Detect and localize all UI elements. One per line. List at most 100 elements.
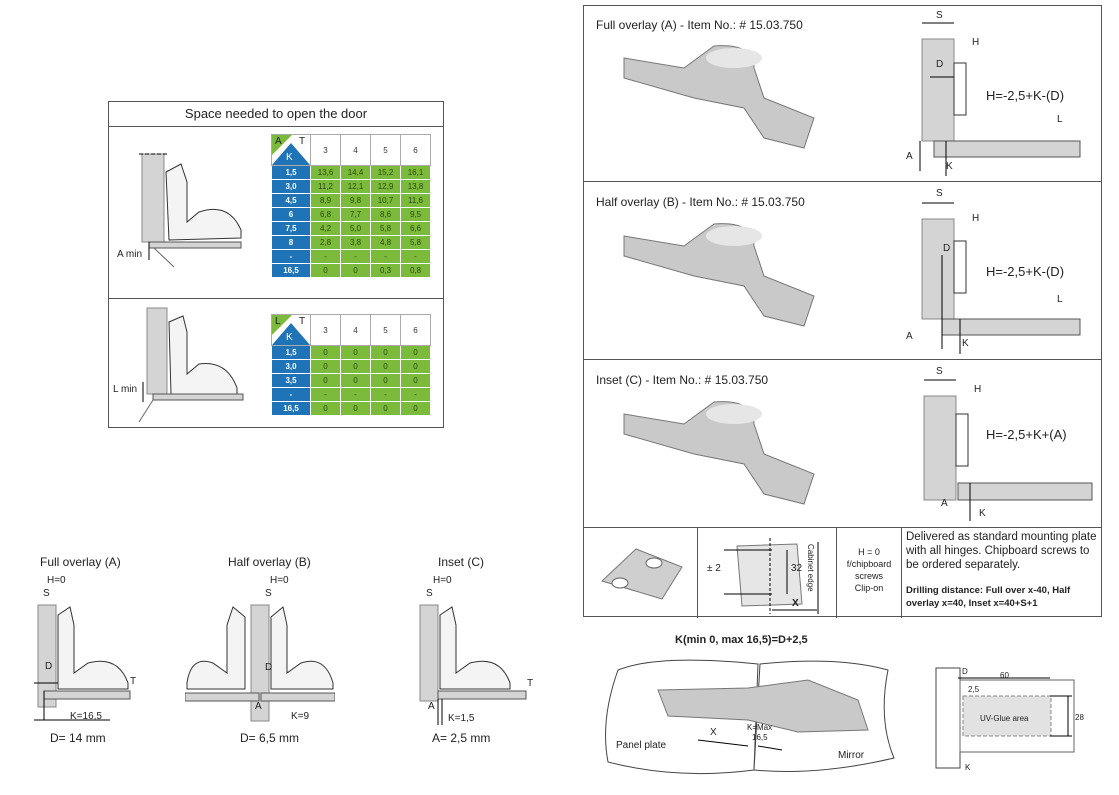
h-label: H <box>974 384 982 395</box>
t-label: T <box>527 678 534 689</box>
space-divider <box>109 298 443 299</box>
h-info: H = 0 f/chipboard screws Clip-on <box>838 546 900 594</box>
value-cell: 5,0 <box>340 221 371 236</box>
value-cell: 0 <box>310 263 341 278</box>
delivery-text: Delivered as standard mounting plate wit… <box>906 531 1097 571</box>
d-label: D <box>45 661 53 672</box>
k-formula-title: K(min 0, max 16,5)=D+2,5 <box>675 634 808 646</box>
corner-t: T <box>299 136 306 147</box>
mirror-label: Mirror <box>838 750 865 761</box>
cell-divider <box>697 528 698 618</box>
cabinet-edge-label: Cabinet edge <box>806 544 815 592</box>
value-cell: 0 <box>310 359 341 374</box>
value-cell: 0 <box>340 401 371 416</box>
value-cell: 8,6 <box>370 207 401 222</box>
a-label: A <box>428 701 435 712</box>
col-header: 3 <box>310 314 341 346</box>
dim-2-5-label: 2,5 <box>968 685 980 694</box>
value-cell: 0 <box>310 401 341 416</box>
value-cell: 9,5 <box>400 207 431 222</box>
k-label: K <box>962 338 969 349</box>
half-overlay-formula: H=-2,5+K-(D) <box>986 264 1065 279</box>
k-label: K <box>979 508 986 519</box>
overlay-info-panel: Full overlay (A) - Item No.: # 15.03.750… <box>583 5 1102 618</box>
d-14mm-caption: D= 14 mm <box>50 731 106 745</box>
value-cell: 0 <box>310 345 341 360</box>
value-cell: 0 <box>310 373 341 388</box>
space-needed-title: Space needed to open the door <box>109 102 443 127</box>
value-cell: 12,1 <box>340 179 371 194</box>
value-cell: 0 <box>340 373 371 388</box>
table-l-corner: L T K <box>271 314 311 346</box>
col-header: 6 <box>400 314 431 346</box>
cell-divider <box>901 528 902 618</box>
full-overlay-caption-title: Full overlay (A) <box>40 555 121 569</box>
h-zero-label: H=0 <box>47 575 66 586</box>
col-header: 5 <box>370 314 401 346</box>
col-header: 4 <box>340 314 371 346</box>
mirror-panel-diagram <box>605 659 895 775</box>
inset-diagram <box>923 379 1093 521</box>
l-label: L <box>1057 114 1063 125</box>
uv-glue-area-label: UV-Glue area <box>980 714 1029 723</box>
inset-formula: H=-2,5+K+(A) <box>986 427 1067 442</box>
value-cell: 12,9 <box>370 179 401 194</box>
s-label: S <box>43 588 50 599</box>
screws-text: screws <box>854 571 883 581</box>
k-value-cell: 4,5 <box>271 193 311 208</box>
d-6-5mm-caption: D= 6,5 mm <box>240 731 300 745</box>
value-cell: - <box>400 249 431 264</box>
panel-plate-label: Panel plate <box>616 740 667 751</box>
plus-minus-2-label: ± 2 <box>707 563 721 574</box>
value-cell: 11,2 <box>310 179 341 194</box>
a-2-5mm-caption: A= 2,5 mm <box>432 731 491 745</box>
value-cell: 0 <box>400 359 431 374</box>
x-label: X <box>710 727 717 738</box>
table-a-corner: A T K <box>271 134 311 166</box>
value-cell: 0,3 <box>370 263 401 278</box>
dim-28-label: 28 <box>1075 713 1084 722</box>
k-value-cell: 3,0 <box>271 359 311 374</box>
full-overlay-title: Full overlay (A) - Item No.: # 15.03.750 <box>596 18 803 32</box>
s-label: S <box>265 588 272 599</box>
corner-t: T <box>299 316 306 327</box>
k-value-label: K=16,5 <box>70 711 102 722</box>
col-header: 3 <box>310 134 341 166</box>
half-overlay-bottom-diagram <box>185 604 335 722</box>
section-divider <box>584 181 1101 182</box>
h-zero-label: H=0 <box>433 575 452 586</box>
inset-bottom-diagram <box>419 604 527 725</box>
value-cell: - <box>310 249 341 264</box>
full-overlay-bottom-diagram <box>34 604 131 721</box>
uv-glue-diagram <box>935 667 1075 769</box>
x-label: X <box>792 598 799 609</box>
value-cell: 4,2 <box>310 221 341 236</box>
value-cell: 9,8 <box>340 193 371 208</box>
value-cell: 0 <box>340 263 371 278</box>
k-value-cell: 3,0 <box>271 179 311 194</box>
value-cell: 13,6 <box>310 165 341 180</box>
table-row: ----- <box>271 387 431 402</box>
dim-60-label: 60 <box>1000 671 1009 680</box>
k-label: K <box>946 161 953 172</box>
value-cell: - <box>340 387 371 402</box>
value-cell: - <box>340 249 371 264</box>
k-max-label: K=Max <box>747 723 773 732</box>
mounting-plate-diagram <box>724 538 819 614</box>
k-value-cell: - <box>271 387 311 402</box>
value-cell: - <box>370 387 401 402</box>
value-cell: 6,6 <box>400 221 431 236</box>
k-value-cell: 1,5 <box>271 165 311 180</box>
l-min-label: L min <box>113 384 138 395</box>
value-cell: - <box>400 387 431 402</box>
d-label: D <box>936 59 944 70</box>
value-cell: 3,8 <box>340 235 371 250</box>
k-value-cell: 8 <box>271 235 311 250</box>
half-overlay-diagram <box>921 202 1081 354</box>
a-label: A <box>906 331 913 342</box>
value-cell: 0 <box>340 345 371 360</box>
value-cell: 16,1 <box>400 165 431 180</box>
value-cell: 11,6 <box>400 193 431 208</box>
